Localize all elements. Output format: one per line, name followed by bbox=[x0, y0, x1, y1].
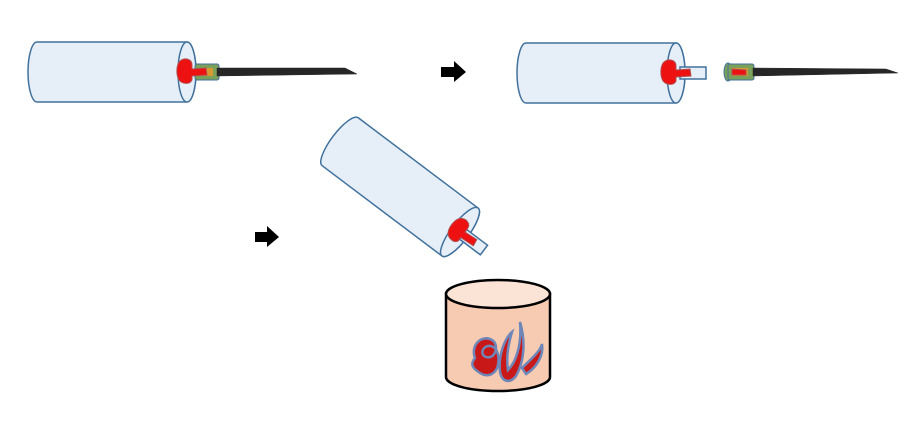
tissue-in-cup bbox=[471, 321, 544, 383]
tilted-syringe bbox=[314, 111, 489, 263]
needle-icon bbox=[216, 67, 358, 77]
syringe-with-needle bbox=[27, 41, 358, 103]
specimen-cup-icon bbox=[444, 278, 552, 393]
syringe bbox=[516, 42, 707, 104]
needle-icon bbox=[752, 67, 899, 77]
tissue-sample bbox=[660, 59, 692, 85]
cup-top bbox=[444, 278, 552, 310]
syringe-barrel bbox=[27, 41, 197, 103]
arrow-right-icon bbox=[441, 61, 466, 82]
arrow-right-icon bbox=[255, 226, 279, 247]
syringe-barrel bbox=[516, 42, 686, 104]
detached-needle bbox=[723, 62, 899, 82]
